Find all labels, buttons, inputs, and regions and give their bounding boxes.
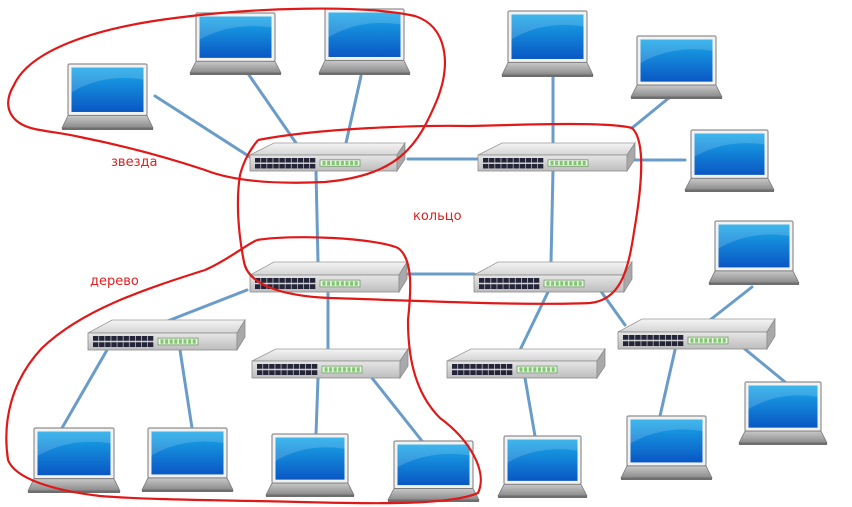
label-star: звезда <box>111 155 158 170</box>
laptop-icon <box>318 8 411 75</box>
switch-icon <box>251 347 409 380</box>
cable-link <box>178 348 194 430</box>
cable-link <box>549 169 555 264</box>
switch-icon <box>87 318 246 352</box>
star-outline <box>7 7 446 184</box>
laptop-icon <box>620 415 713 480</box>
switch-icon <box>446 347 606 380</box>
network-devices <box>27 8 828 502</box>
label-ring: кольцо <box>413 209 462 224</box>
switch-icon <box>617 317 776 351</box>
cable-link <box>738 343 787 384</box>
laptop-icon <box>265 433 355 497</box>
cable-link <box>708 285 754 322</box>
cable-link <box>163 288 249 324</box>
topology-outlines <box>5 7 643 505</box>
laptop-icon <box>141 427 234 492</box>
cable-link <box>518 290 550 352</box>
laptop-icon <box>738 381 828 445</box>
laptop-icon <box>708 220 800 285</box>
switch-icon <box>473 260 633 294</box>
switch-icon <box>249 141 406 173</box>
cable-link <box>247 73 298 145</box>
cable-link <box>344 74 363 145</box>
laptop-icon <box>61 63 154 130</box>
label-tree: дерево <box>90 274 139 289</box>
laptop-icon <box>684 129 775 192</box>
laptop-icon <box>497 435 588 498</box>
laptop-icon <box>27 427 121 493</box>
cable-link <box>314 169 320 264</box>
tree-outline <box>5 236 482 505</box>
laptop-icon <box>501 10 594 77</box>
laptop-icon <box>189 12 282 75</box>
switch-icon <box>249 260 408 294</box>
switch-icon <box>477 141 636 173</box>
cable-link <box>153 94 252 159</box>
cable-link <box>598 288 627 327</box>
ring-outline <box>236 122 643 305</box>
laptop-icon <box>387 440 480 502</box>
cable-link <box>523 376 537 438</box>
cable-link <box>60 348 109 430</box>
cable-link <box>630 95 672 130</box>
laptop-icon <box>630 35 723 99</box>
cable-link <box>314 376 320 436</box>
cable-links <box>60 73 787 443</box>
cable-link <box>658 348 677 418</box>
cable-link <box>370 376 424 443</box>
